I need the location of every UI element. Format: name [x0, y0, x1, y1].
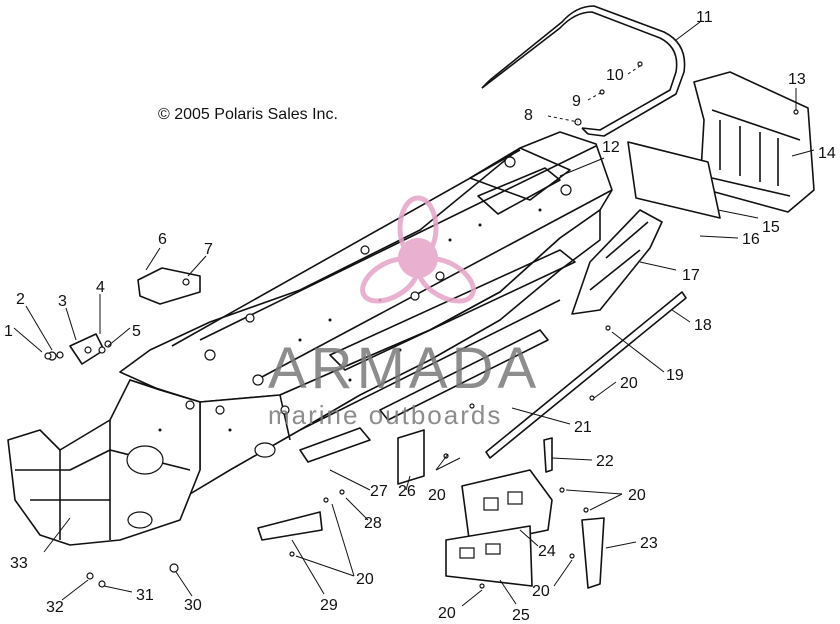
- callout-29: 29: [320, 597, 338, 614]
- watermark-tagline: marine outboards: [268, 400, 502, 430]
- callout-3: 3: [58, 293, 67, 310]
- callout-9: 9: [572, 93, 581, 110]
- callout-20-e: 20: [356, 571, 374, 588]
- callout-25: 25: [512, 607, 530, 624]
- callout-20-b: 20: [628, 487, 646, 504]
- callout-20-f: 20: [438, 605, 456, 622]
- callout-15: 15: [762, 219, 780, 236]
- callout-12: 12: [602, 139, 620, 156]
- callout-14: 14: [818, 145, 836, 162]
- callout-20-d: 20: [532, 583, 550, 600]
- callout-2: 2: [16, 291, 25, 308]
- callout-1: 1: [4, 323, 13, 340]
- callout-21: 21: [574, 419, 592, 436]
- propeller-logo-icon: [360, 195, 476, 304]
- callout-labels: 1 2 3 4 5 6 7 8 9 10 11 12 13 14 15 16 1…: [4, 9, 836, 624]
- callout-5: 5: [132, 323, 141, 340]
- watermark-brand: ARMADA: [268, 336, 540, 401]
- callout-20-c: 20: [428, 487, 446, 504]
- callout-31: 31: [136, 587, 154, 604]
- flap-backer: [627, 141, 721, 219]
- callout-17: 17: [682, 267, 700, 284]
- callout-20-a: 20: [620, 375, 638, 392]
- hardware-fasteners: [44, 61, 799, 589]
- callout-27: 27: [370, 483, 388, 500]
- leader-lines: [13, 21, 815, 607]
- callout-30: 30: [184, 597, 202, 614]
- callout-8: 8: [524, 107, 533, 124]
- callout-6: 6: [158, 231, 167, 248]
- callout-32: 32: [46, 599, 64, 616]
- callout-33: 33: [10, 555, 28, 572]
- rail-rod: [485, 291, 687, 459]
- rear-grab-bar: [481, 5, 686, 137]
- copyright-notice: © 2005 Polaris Sales Inc.: [158, 106, 338, 123]
- callout-18: 18: [694, 317, 712, 334]
- callout-10: 10: [606, 67, 624, 84]
- callout-11: 11: [696, 9, 713, 26]
- callout-7: 7: [204, 241, 213, 258]
- armada-watermark: ARMADA marine outboards: [268, 195, 540, 430]
- running-board-extension: [571, 209, 663, 315]
- lower-plates: [257, 429, 605, 589]
- callout-26: 26: [398, 483, 416, 500]
- callout-4: 4: [96, 279, 105, 296]
- callout-23: 23: [640, 535, 658, 552]
- callout-24: 24: [538, 543, 556, 560]
- chassis-tunnel: [7, 131, 613, 546]
- callout-28: 28: [364, 515, 382, 532]
- snowflap: [693, 71, 815, 213]
- callout-16: 16: [742, 231, 760, 248]
- callout-19: 19: [666, 367, 684, 384]
- callout-13: 13: [788, 71, 806, 88]
- mount-bracket: [137, 267, 201, 305]
- callout-22: 22: [596, 453, 614, 470]
